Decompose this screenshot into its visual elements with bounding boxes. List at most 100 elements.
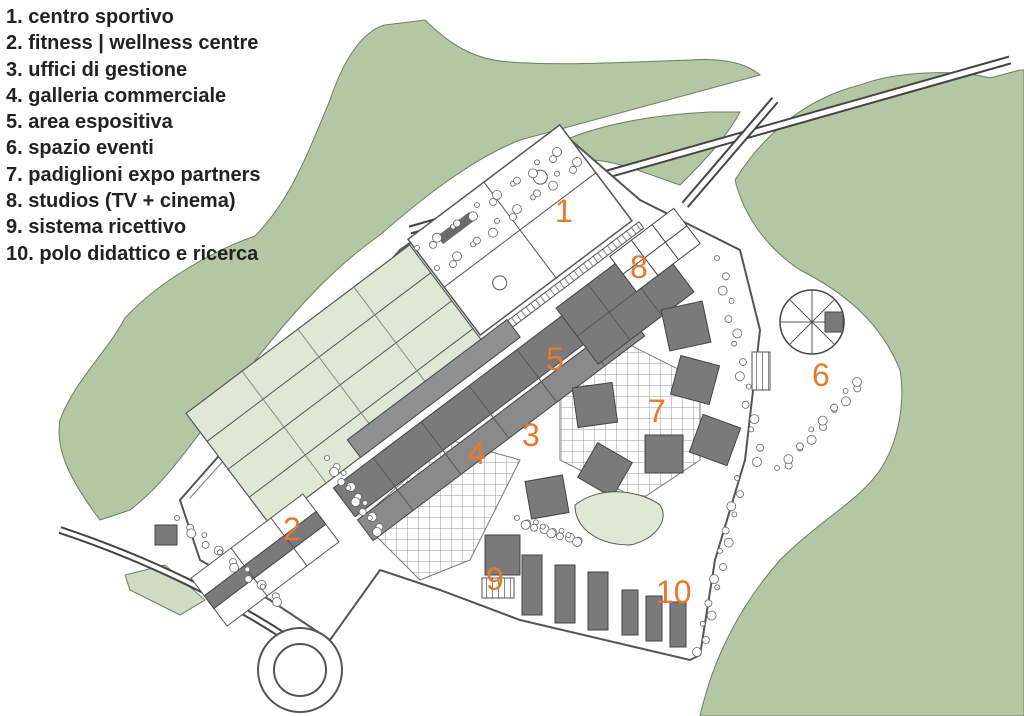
tree-dot xyxy=(337,478,346,486)
tree-dot xyxy=(489,198,497,206)
area-label-9: 9 xyxy=(486,561,504,597)
research-block xyxy=(587,571,609,631)
tree-dot xyxy=(572,157,582,167)
tree-dot xyxy=(774,465,780,471)
tree-dot xyxy=(449,260,457,269)
pavilion xyxy=(576,441,634,499)
tree-dot xyxy=(817,415,828,426)
tree-dot xyxy=(724,315,733,324)
tree-dot xyxy=(358,508,367,516)
tree-dot xyxy=(808,426,815,433)
tree-dot xyxy=(340,470,347,476)
tree-dot xyxy=(201,532,208,538)
tree-dot xyxy=(719,563,727,571)
tree-dot xyxy=(488,227,498,238)
tree-dot xyxy=(533,189,541,198)
research-block xyxy=(621,589,639,636)
tree-dot xyxy=(721,526,730,535)
research-block xyxy=(669,601,687,648)
legend-item: 1. centro sportivo xyxy=(6,6,174,28)
tree-dot xyxy=(432,232,442,243)
area-label-3: 3 xyxy=(522,417,540,453)
tree-dot xyxy=(216,549,223,556)
tree-dot xyxy=(783,454,794,465)
area-label-8: 8 xyxy=(630,249,648,285)
tree-dot xyxy=(709,574,719,584)
tree-dot xyxy=(692,647,702,657)
tree-dot xyxy=(259,583,266,590)
tree-dot xyxy=(186,528,197,539)
tree-dot xyxy=(726,501,737,512)
tree-dot xyxy=(554,170,560,177)
tree-dot xyxy=(548,180,558,191)
tree-dot xyxy=(468,211,478,222)
tree-dot xyxy=(731,340,737,347)
tree-dot xyxy=(272,597,282,607)
tree-dot xyxy=(512,204,522,215)
tree-dot xyxy=(806,434,817,445)
tree-dot xyxy=(572,537,582,547)
tree-dot xyxy=(741,400,750,409)
legend-item: 7. padiglioni expo partners xyxy=(6,163,261,186)
gallery-buildings xyxy=(332,282,646,542)
tree-dot xyxy=(539,523,546,530)
tree-dot xyxy=(474,202,480,209)
legend-item: 6. spazio eventi xyxy=(6,137,154,160)
event-annex xyxy=(824,311,844,333)
area-label-2: 2 xyxy=(283,511,301,547)
tree-dot xyxy=(842,387,849,394)
pavilion xyxy=(669,354,721,406)
tree-dot xyxy=(841,396,851,407)
tree-dot xyxy=(732,328,743,339)
tree-dot xyxy=(530,523,538,532)
legend: 1. centro sportivo 2. fitness | wellness… xyxy=(6,4,261,267)
tree-dot xyxy=(174,515,180,521)
tree-dot xyxy=(565,532,572,538)
area-label-4: 4 xyxy=(468,435,486,471)
tree-dot xyxy=(244,566,251,573)
pavilion xyxy=(660,300,712,352)
research-block xyxy=(645,595,663,642)
legend-item: 10. polo didattico e ricerca xyxy=(6,242,259,265)
tree-dot xyxy=(734,475,740,481)
tree-dot xyxy=(329,467,340,477)
tree-dot xyxy=(324,455,330,461)
pavilion xyxy=(644,434,684,474)
area-label-10: 10 xyxy=(656,574,692,610)
road-branch-inner xyxy=(683,98,777,207)
tree-dot xyxy=(229,562,240,573)
pavilion xyxy=(688,413,742,467)
tree-dot xyxy=(414,245,420,251)
tree-dot xyxy=(852,377,862,387)
tree-dot xyxy=(728,297,735,304)
tree-dot xyxy=(731,511,738,518)
research-block xyxy=(521,554,543,616)
legend-item: 9. sistema ricettivo xyxy=(6,216,187,239)
tree-dot xyxy=(492,189,502,200)
research-block xyxy=(554,564,576,624)
legend-item: 2. fitness | wellness centre xyxy=(6,32,259,55)
studios-grid xyxy=(609,207,701,293)
legend-item: 3. uffici di gestione xyxy=(6,58,188,81)
area-label-1: 1 xyxy=(555,193,573,229)
tree-dot xyxy=(546,528,557,539)
green-area-east xyxy=(699,69,1024,716)
tree-dot xyxy=(739,358,747,366)
tree-dot xyxy=(244,575,253,583)
tree-dot xyxy=(830,403,838,412)
road-south-inner xyxy=(59,528,292,642)
tree-dot xyxy=(494,217,500,224)
tree-dot xyxy=(452,251,462,262)
tree-dot xyxy=(345,485,352,491)
fitness-annex xyxy=(154,524,178,546)
tree-dot xyxy=(434,265,440,271)
tree-dot xyxy=(717,285,728,296)
tree-dot xyxy=(745,383,752,390)
tree-dot xyxy=(473,236,481,245)
tree-dot xyxy=(513,176,521,185)
pavilion xyxy=(571,381,619,429)
pavilion xyxy=(524,474,570,520)
tree-dot xyxy=(552,147,562,157)
tree-dot xyxy=(748,426,755,433)
legend-item: 8. studios (TV + cinema) xyxy=(6,190,236,213)
